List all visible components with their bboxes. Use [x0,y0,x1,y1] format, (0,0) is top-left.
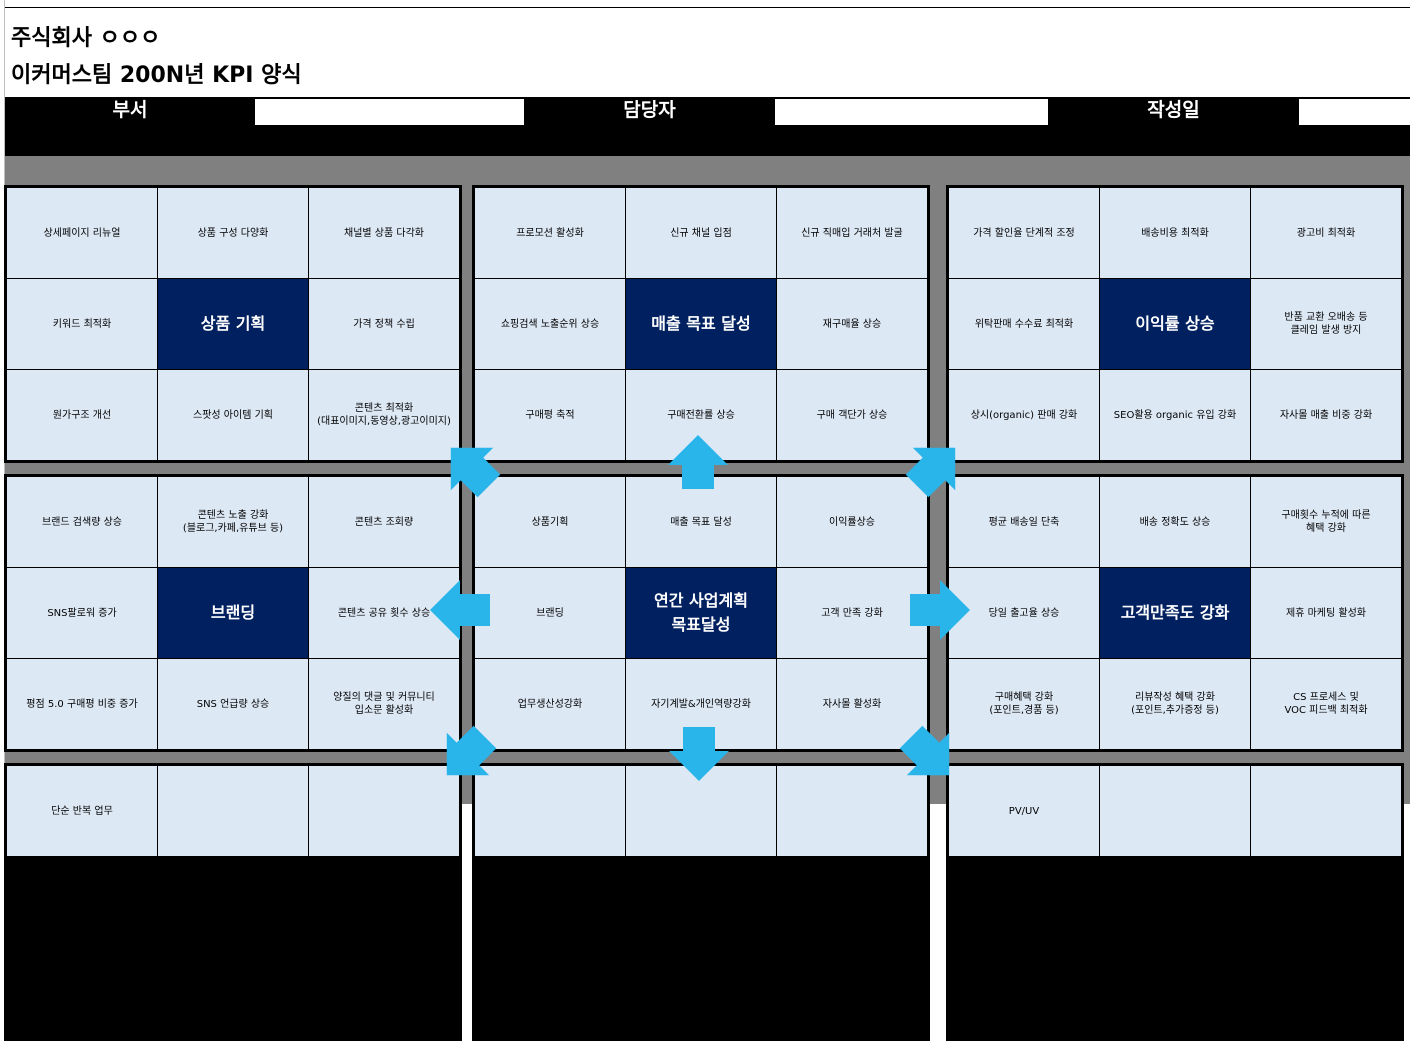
header-bar: 부서 담당자 작성일 [5,97,1410,156]
goal-cell[interactable]: PV/UV [949,766,1099,856]
block-profit-margin: 가격 할인율 단계적 조정 배송비용 최적화 광고비 최적화 위탁판매 수수료 … [946,185,1404,463]
goal-cell[interactable]: 양질의 댓글 및 커뮤니티 입소문 활성화 [309,659,459,749]
arrow-down-left-icon [446,725,497,776]
date-label: 작성일 [1147,99,1200,121]
center-goal-cell[interactable]: 연간 사업계획 목표달성 [626,568,776,658]
goal-cell[interactable]: 스팟성 아이템 기획 [158,370,308,460]
goal-cell[interactable] [1251,766,1401,856]
block-annual-plan: 상품기획 매출 목표 달성 이익률상승 브랜딩 연간 사업계획 목표달성 고객 … [472,474,930,752]
goal-cell[interactable]: 신규 채널 입점 [626,188,776,278]
arrow-right-icon [910,580,970,640]
center-goal-cell[interactable]: 상품 기획 [158,279,308,369]
goal-cell[interactable]: 콘텐츠 최적화 (대표이미지,동영상,광고이미지) [309,370,459,460]
arrow-down-right-icon [899,725,950,776]
goal-cell[interactable]: 위탁판매 수수료 최적화 [949,279,1099,369]
company-name: 주식회사 ㅇㅇㅇ [11,26,161,51]
goal-cell[interactable]: 자사몰 활성화 [777,659,927,749]
goal-cell[interactable]: 신규 직매입 거래처 발굴 [777,188,927,278]
goal-cell[interactable]: 이익률상승 [777,477,927,567]
goal-cell[interactable]: 콘텐츠 조회량 [309,477,459,567]
block-bottom-right: PV/UV [946,763,1404,1041]
goal-cell[interactable]: 반품 교환 오배송 등 클레임 발생 방지 [1251,279,1401,369]
block-customer-satisfaction: 평균 배송일 단축 배송 정확도 상승 구매횟수 누적에 따른 혜택 강화 당일… [946,474,1404,752]
goal-cell[interactable]: 고객 만족 강화 [777,568,927,658]
goal-cell[interactable]: 배송비용 최적화 [1100,188,1250,278]
goal-cell[interactable]: 상세페이지 리뉴얼 [7,188,157,278]
center-goal-cell[interactable]: 고객만족도 강화 [1100,568,1250,658]
goal-cell[interactable]: 프로모션 활성화 [475,188,625,278]
goal-cell[interactable]: 콘텐츠 공유 횟수 상승 [309,568,459,658]
goal-cell[interactable]: 평점 5.0 구매평 비중 증가 [7,659,157,749]
goal-cell[interactable]: 콘텐츠 노출 강화 (블로그,카페,유튜브 등) [158,477,308,567]
goal-cell[interactable]: 가격 할인율 단계적 조정 [949,188,1099,278]
goal-cell[interactable]: 가격 정책 수립 [309,279,459,369]
goal-cell[interactable]: SNS팔로워 증가 [7,568,157,658]
center-goal-cell[interactable]: 브랜딩 [158,568,308,658]
goal-cell[interactable]: 평균 배송일 단축 [949,477,1099,567]
block-branding: 브랜드 검색량 상승 콘텐츠 노출 강화 (블로그,카페,유튜브 등) 콘텐츠 … [4,474,462,752]
goal-cell[interactable]: 자사몰 매출 비중 강화 [1251,370,1401,460]
goal-cell[interactable]: 채널별 상품 다각화 [309,188,459,278]
goal-cell[interactable]: SEO활용 organic 유입 강화 [1100,370,1250,460]
document-title: 이커머스팀 200N년 KPI 양식 [11,63,302,88]
goal-cell[interactable]: 제휴 마케팅 활성화 [1251,568,1401,658]
goal-cell[interactable]: 상품기획 [475,477,625,567]
goal-cell[interactable]: 쇼핑검색 노출순위 상승 [475,279,625,369]
center-goal-cell[interactable]: 매출 목표 달성 [626,279,776,369]
goal-cell[interactable]: 업무생산성강화 [475,659,625,749]
top-border [5,7,1410,8]
block-bottom-left: 단순 반복 업무 [4,763,462,1041]
block-sales-target: 프로모션 활성화 신규 채널 입점 신규 직매입 거래처 발굴 쇼핑검색 노출순… [472,185,930,463]
goal-cell[interactable]: 배송 정확도 상승 [1100,477,1250,567]
goal-cell[interactable]: 상품 구성 다양화 [158,188,308,278]
goal-cell[interactable]: 당일 출고율 상승 [949,568,1099,658]
goal-cell[interactable]: 리뷰작성 혜택 강화 (포인트,추가증정 등) [1100,659,1250,749]
goal-cell[interactable]: 브랜딩 [475,568,625,658]
goal-cell[interactable] [158,766,308,856]
goal-cell[interactable]: 재구매율 상승 [777,279,927,369]
center-goal-cell[interactable]: 이익률 상승 [1100,279,1250,369]
goal-cell[interactable]: 구매평 축적 [475,370,625,460]
goal-cell[interactable]: 상시(organic) 판매 강화 [949,370,1099,460]
arrow-left-icon [430,580,490,640]
arrow-up-icon [668,435,728,489]
goal-cell[interactable]: 원가구조 개선 [7,370,157,460]
goal-cell[interactable] [1100,766,1250,856]
goal-cell[interactable]: 단순 반복 업무 [7,766,157,856]
goal-cell[interactable]: 구매혜택 강화 (포인트,경품 등) [949,659,1099,749]
goal-cell[interactable]: 구매 객단가 상승 [777,370,927,460]
goal-cell[interactable]: 구매횟수 누적에 따른 혜택 강화 [1251,477,1401,567]
goal-cell[interactable]: CS 프로세스 및 VOC 피드백 최적화 [1251,659,1401,749]
goal-cell[interactable]: SNS 언급량 상승 [158,659,308,749]
owner-label: 담당자 [623,99,676,121]
goal-cell[interactable]: 브랜드 검색량 상승 [7,477,157,567]
date-input[interactable] [1299,99,1410,125]
goal-cell[interactable]: 매출 목표 달성 [626,477,776,567]
owner-input[interactable] [775,99,1048,125]
dept-input[interactable] [255,99,524,125]
arrow-up-left-icon [450,447,501,498]
dept-label: 부서 [112,99,148,121]
goal-cell[interactable]: 키워드 최적화 [7,279,157,369]
arrow-down-icon [669,727,729,781]
block-bottom-middle [472,763,930,1041]
arrow-up-right-icon [905,447,956,498]
block-product-planning: 상세페이지 리뉴얼 상품 구성 다양화 채널별 상품 다각화 키워드 최적화 상… [4,185,462,463]
goal-cell[interactable]: 광고비 최적화 [1251,188,1401,278]
